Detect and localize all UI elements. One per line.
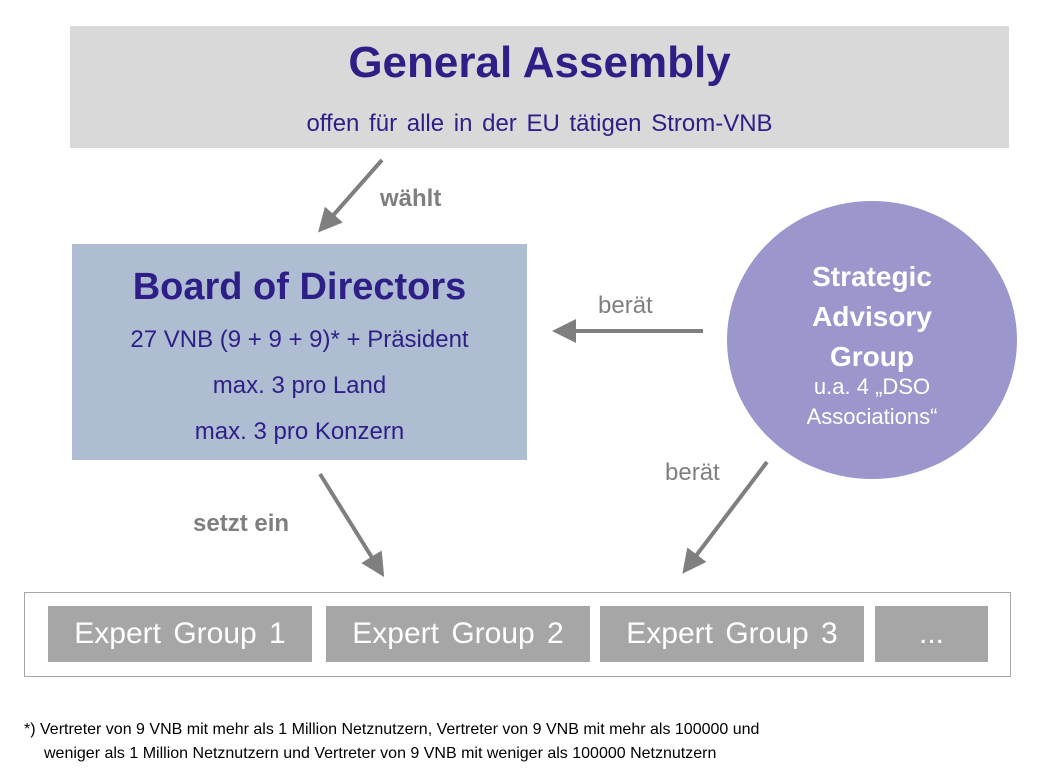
board-composition: 27 VNB (9 + 9 + 9)* + Präsident [130, 326, 469, 353]
label-setzt-ein: setzt ein [193, 510, 290, 537]
label-beraet-left: berät [598, 292, 653, 319]
advisory-title-line: Advisory [812, 301, 932, 332]
general-assembly-box: General Assembly offen für alle in der E… [70, 26, 1009, 148]
advisory-title-line: Group [830, 341, 914, 372]
advisory-subtitle-line: Associations“ [806, 404, 938, 429]
advisory-subtitle-line: u.a. 4 „DSO [813, 374, 931, 399]
advisory-title-line: Strategic [812, 261, 932, 292]
advisory-subtitle: u.a. 4 „DSO Associations“ [727, 372, 1017, 432]
board-title: Board of Directors [132, 266, 467, 308]
expert-group-3: Expert Group 3 [600, 606, 864, 662]
general-assembly-title: General Assembly [348, 38, 731, 87]
arrow-setzt-ein [318, 472, 385, 578]
arrow-waehlt [318, 158, 384, 233]
board-limit-group: max. 3 pro Konzern [194, 418, 405, 445]
expert-group-2: Expert Group 2 [326, 606, 590, 662]
strategic-advisory-group-circle: Strategic Advisory Group u.a. 4 „DSO Ass… [727, 201, 1017, 479]
footnote-line-2: weniger als 1 Million Netznutzern und Ve… [44, 745, 717, 762]
footnote-line-1: *) Vertreter von 9 VNB mit mehr als 1 Mi… [24, 721, 760, 738]
label-beraet-down: berät [665, 459, 720, 486]
expert-group-more: ... [875, 606, 988, 662]
label-waehlt: wählt [380, 185, 442, 212]
advisory-title: Strategic Advisory Group [727, 257, 1017, 377]
expert-group-1: Expert Group 1 [48, 606, 312, 662]
board-of-directors-box: Board of Directors 27 VNB (9 + 9 + 9)* +… [72, 244, 527, 460]
arrow-beraet-down [682, 460, 769, 574]
board-limit-country: max. 3 pro Land [212, 372, 387, 399]
general-assembly-subtitle: offen für alle in der EU tätigen Strom-V… [306, 110, 773, 137]
